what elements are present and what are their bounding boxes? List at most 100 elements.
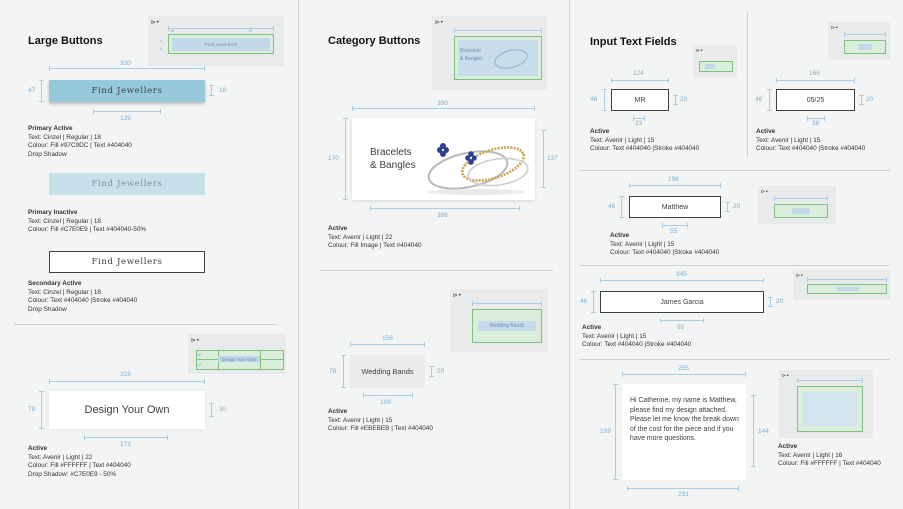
thumb-measure — [472, 301, 542, 306]
dim-height-bracelets: 170 — [328, 155, 339, 162]
spec-date: Active Text: Avenir | Light | 15 Colour:… — [756, 128, 865, 154]
dim-text-width-matthew: 55 — [670, 228, 678, 235]
dim-width-design: 328 — [120, 371, 131, 378]
dim-height-wedding: 78 — [329, 368, 337, 375]
measure-text-height-date — [859, 95, 864, 105]
spec-line: Colour: Fill #EBEBEB | Text #404040 — [328, 425, 433, 433]
inputs-col-divider — [747, 12, 748, 157]
thumb-measure — [168, 26, 274, 31]
spec-line: Text: Avenir | Light | 22 — [28, 453, 93, 461]
spec-line: Text: Cinzel | Regular | 18 — [28, 288, 101, 296]
find-jewellers-inactive-button[interactable]: Find Jewellers — [49, 173, 205, 195]
full-name-input[interactable] — [600, 291, 764, 313]
section-title-category-buttons: Category Buttons — [328, 35, 421, 47]
james-guide-thumbnail: ⊳• — [793, 270, 890, 300]
thumb-text-fill — [803, 392, 857, 426]
message-textarea[interactable]: Hi Catherine, my name is Matthew, please… — [622, 384, 746, 480]
dim-width-james: 345 — [676, 271, 687, 278]
row-divider-middle — [320, 270, 553, 271]
measure-text-height-design — [209, 403, 214, 417]
thumb-button-fill — [172, 38, 270, 51]
dim-text-width-mr: 23 — [635, 120, 643, 127]
thumb-measure — [797, 378, 863, 383]
row-divider-right-3 — [580, 359, 890, 360]
spec-line: Text: Avenir | Light | 22 — [328, 233, 393, 241]
measure-text-width-james — [660, 318, 704, 323]
spec-line: Text: Avenir | Light | 15 — [756, 136, 821, 144]
wedding-bands-button[interactable]: Wedding Bands — [350, 355, 425, 388]
measure-arrow-icon: ⊳• — [191, 337, 200, 344]
spec-line: Text: Avenir | Light | 16 — [778, 451, 843, 459]
measure-height-mr — [602, 89, 607, 111]
spec-title: Active — [756, 128, 776, 135]
large-button-guide-thumbnail: ⊳• Find Jewellers 14 16 4 4 — [148, 16, 284, 66]
measure-width-james — [600, 278, 764, 283]
dim-text-height-design: 30 — [219, 406, 227, 413]
measure-text-height-matthew — [725, 202, 730, 212]
measure-text-height-bracelets — [541, 130, 546, 188]
expiry-date-input[interactable] — [776, 89, 855, 111]
measure-height-primary — [39, 80, 44, 102]
thumb-measure — [807, 277, 887, 282]
dim-text-width-design: 173 — [120, 441, 131, 448]
spec-line: Colour: Fill Image | Text #404040 — [328, 242, 422, 250]
spec-title: Active — [328, 408, 348, 415]
measure-arrow-icon: ⊳• — [696, 48, 704, 54]
thumb-text-fill — [792, 208, 810, 214]
dim-width-matthew: 196 — [668, 176, 679, 183]
thumb-text-fill — [858, 44, 872, 50]
measure-text-width-message — [627, 486, 739, 491]
spec-primary-inactive: Primary Inactive Text: Cinzel | Regular … — [28, 209, 146, 235]
spec-line: Colour: Text #404040 |Stroke #404040 — [28, 297, 138, 305]
spec-line: Drop Shadow: #C7E0E9 - 50% — [28, 470, 117, 478]
measure-arrow-icon: ⊳• — [761, 189, 769, 195]
dim-height-matthew: 46 — [608, 203, 616, 210]
thumb-dim-1: 14 — [170, 28, 175, 33]
spec-line: Drop Shadow — [28, 305, 67, 313]
thumb-text-fill — [837, 287, 859, 291]
measure-width-design — [49, 379, 205, 384]
measure-width-matthew — [629, 183, 721, 188]
thumb-dim-4: 4 — [160, 46, 163, 51]
wedding-guide-thumbnail: ⊳• Wedding Bands — [450, 289, 548, 352]
bracelets-label: Bracelets & Bangles — [370, 146, 416, 172]
spec-title: Active — [28, 445, 48, 452]
measure-text-height-primary — [209, 85, 214, 96]
spec-message: Active Text: Avenir | Light | 16 Colour:… — [778, 443, 881, 469]
measure-height-matthew — [619, 196, 624, 218]
thumb-measure — [844, 32, 886, 37]
thumb-label: Design Your Own — [218, 356, 260, 362]
dim-text-width-james: 95 — [677, 324, 685, 331]
find-jewellers-secondary-button[interactable]: Find Jewellers — [49, 251, 205, 273]
name-input[interactable] — [629, 196, 721, 218]
bracelets-line-2: & Bangles — [370, 160, 416, 171]
title-input[interactable] — [611, 89, 669, 111]
design-your-own-button[interactable]: Design Your Own — [49, 391, 205, 429]
measure-height-message — [613, 384, 618, 480]
measure-arrow-icon: ⊳• — [151, 19, 160, 26]
bracelets-category-button[interactable]: Bracelets & Bangles — [352, 118, 535, 200]
spec-line: Text: Avenir | Light | 15 — [590, 136, 655, 144]
spec-line: Colour: Text #404040 |Stroke #404040 — [590, 145, 700, 153]
column-divider-2 — [569, 0, 570, 509]
spec-title: Primary Active — [28, 125, 73, 132]
row-divider-right-2 — [580, 265, 890, 266]
design-own-guide-thumbnail: ⊳• Design Your Own 50 29 — [188, 334, 286, 374]
thumb-guide-box — [699, 61, 733, 72]
measure-text-width-wedding — [363, 393, 413, 398]
matthew-guide-thumbnail: ⊳• — [758, 186, 836, 224]
spec-secondary-active: Secondary Active Text: Cinzel | Regular … — [28, 280, 137, 314]
spec-bracelets: Active Text: Avenir | Light | 22 Colour:… — [328, 225, 422, 251]
spec-line: Text: Cinzel | Regular | 18 — [28, 217, 101, 225]
measure-width-primary — [49, 66, 205, 71]
dim-width-primary: 330 — [120, 60, 131, 67]
spec-james: Active Text: Avenir | Light | 15 Colour:… — [582, 324, 691, 350]
measure-text-width-bracelets — [370, 206, 520, 211]
spec-title: Active — [328, 225, 348, 232]
spec-line: Text: Avenir | Light | 15 — [582, 332, 647, 340]
measure-text-width-date — [807, 116, 825, 121]
find-jewellers-primary-button[interactable]: Find Jewellers — [49, 80, 205, 102]
spec-line: Colour: Text #404040 |Stroke #404040 — [610, 249, 720, 257]
spec-title: Active — [778, 443, 798, 450]
section-title-input-text-fields: Input Text Fields — [590, 36, 677, 48]
